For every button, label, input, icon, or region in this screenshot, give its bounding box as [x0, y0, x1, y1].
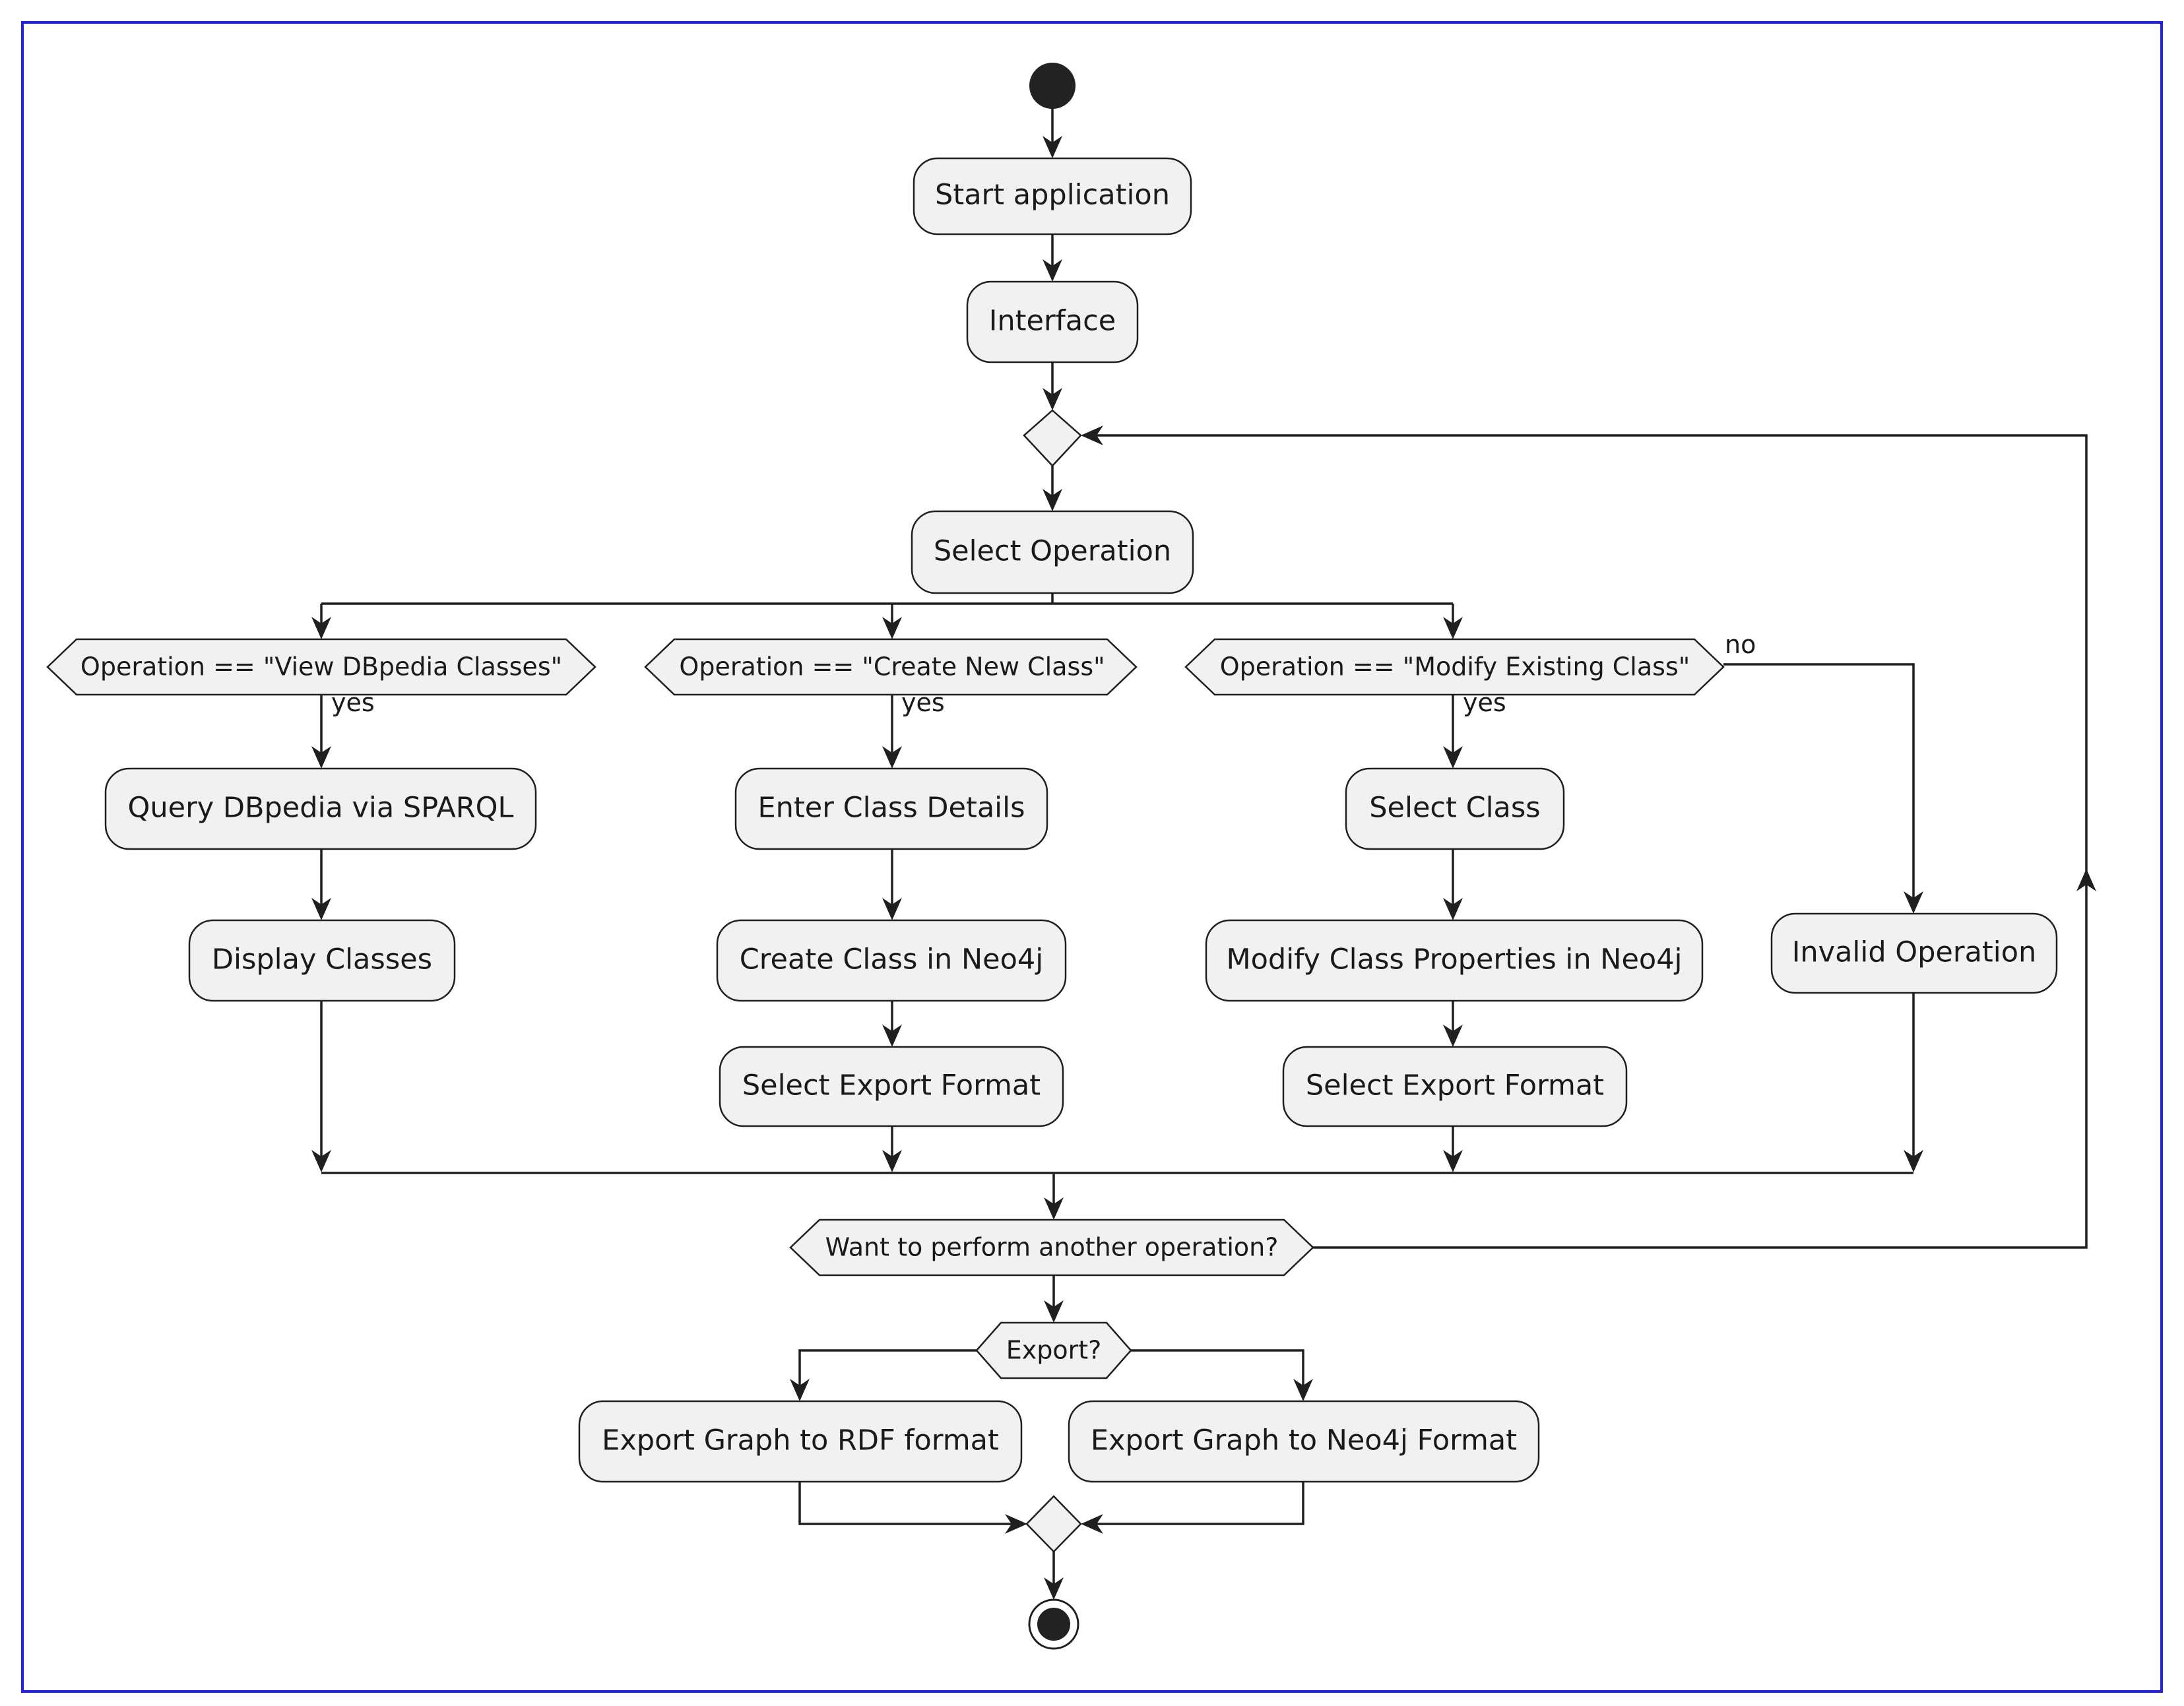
- merge-diamond-export: [1025, 1495, 1082, 1553]
- action-start-application: Start application: [913, 157, 1192, 236]
- arrow-head: [1043, 489, 1062, 511]
- action-label: Select Class: [1369, 792, 1540, 825]
- action-select-class: Select Class: [1345, 767, 1565, 850]
- action-label: Export Graph to RDF format: [602, 1424, 999, 1457]
- yes-label: yes: [901, 688, 945, 717]
- edges: [311, 109, 2096, 1600]
- arrow-head: [1293, 1379, 1313, 1401]
- condition-another-operation: Want to perform another operation?: [789, 1218, 1314, 1277]
- action-export-neo4j: Export Graph to Neo4j Format: [1068, 1400, 1540, 1483]
- condition-label: Operation == "Modify Existing Class": [1220, 652, 1690, 681]
- arrow-head: [2076, 869, 2096, 891]
- edge-export-rdf: [798, 1349, 977, 1393]
- diagram-frame: [21, 21, 2163, 1693]
- arrow-head: [1081, 1514, 1103, 1534]
- action-invalid-operation: Invalid Operation: [1770, 912, 2058, 994]
- arrow-head: [1443, 1025, 1463, 1047]
- arrow-head: [882, 1150, 902, 1172]
- yes-label: yes: [1463, 688, 1506, 717]
- arrow-head: [1443, 617, 1463, 639]
- condition-label: Operation == "View DBpedia Classes": [80, 652, 562, 681]
- condition-view-dbpedia: Operation == "View DBpedia Classes": [46, 638, 596, 696]
- arrow-head: [882, 617, 902, 639]
- action-label: Select Export Format: [742, 1069, 1041, 1102]
- arrow-head: [1044, 1577, 1064, 1600]
- condition-modify-existing: Operation == "Modify Existing Class": [1184, 638, 1725, 696]
- arrow-head: [790, 1379, 810, 1401]
- arrow-head: [882, 898, 902, 920]
- action-label: Invalid Operation: [1792, 936, 2037, 969]
- arrow-head: [311, 1150, 331, 1172]
- action-interface: Interface: [966, 280, 1139, 363]
- yes-label: yes: [331, 688, 375, 717]
- edge-c3-no: [1723, 663, 1915, 906]
- action-label: Interface: [989, 305, 1116, 338]
- action-label: Enter Class Details: [758, 792, 1025, 825]
- arrow-head: [882, 746, 902, 769]
- arrow-head: [311, 746, 331, 769]
- action-label: Start application: [935, 179, 1170, 212]
- arrow-head: [1043, 136, 1062, 158]
- arrow-head: [1904, 891, 1923, 914]
- action-label: Query DBpedia via SPARQL: [128, 792, 514, 825]
- action-select-export-format-2: Select Export Format: [1282, 1046, 1628, 1127]
- arrow-head: [1005, 1514, 1027, 1534]
- end-node: [1028, 1598, 1079, 1650]
- action-query-dbpedia: Query DBpedia via SPARQL: [104, 767, 537, 850]
- action-label: Select Operation: [934, 535, 1171, 568]
- condition-export: Export?: [975, 1321, 1132, 1379]
- condition-label: Operation == "Create New Class": [679, 652, 1105, 681]
- action-label: Display Classes: [212, 943, 432, 976]
- condition-label: Want to perform another operation?: [825, 1233, 1279, 1262]
- condition-label: Export?: [1006, 1336, 1102, 1365]
- arrow-head: [1044, 1300, 1064, 1323]
- action-select-operation: Select Operation: [911, 510, 1194, 594]
- edge-neo4j-merge: [1089, 1482, 1304, 1525]
- arrow-head: [1904, 1150, 1923, 1172]
- edge-select-split: [321, 593, 1453, 605]
- condition-create-new: Operation == "Create New Class": [644, 638, 1138, 696]
- start-node: [1029, 63, 1076, 109]
- arrow-head: [311, 617, 331, 639]
- edge-loop-back: [1089, 434, 2088, 1249]
- action-label: Select Export Format: [1306, 1069, 1604, 1102]
- action-export-rdf: Export Graph to RDF format: [578, 1400, 1023, 1483]
- arrow-head: [1044, 1197, 1064, 1220]
- arrow-head: [1043, 388, 1062, 410]
- arrow-head: [1081, 426, 1103, 445]
- merge-diamond: [1023, 409, 1082, 467]
- no-label: no: [1725, 630, 1756, 659]
- action-modify-class-properties: Modify Class Properties in Neo4j: [1205, 919, 1704, 1002]
- action-create-class: Create Class in Neo4j: [716, 919, 1067, 1002]
- arrow-head: [1043, 259, 1062, 282]
- edge-rdf-merge: [798, 1482, 1019, 1525]
- arrow-head: [311, 898, 331, 920]
- arrow-head: [1443, 898, 1463, 920]
- action-select-export-format-1: Select Export Format: [719, 1046, 1064, 1127]
- arrow-head: [1443, 1150, 1463, 1172]
- action-display-classes: Display Classes: [188, 919, 456, 1002]
- arrow-head: [1443, 746, 1463, 769]
- action-label: Modify Class Properties in Neo4j: [1226, 943, 1682, 976]
- action-label: Create Class in Neo4j: [740, 943, 1043, 976]
- arrow-head: [882, 1025, 902, 1047]
- action-enter-class-details: Enter Class Details: [734, 767, 1048, 850]
- edge-export-neo4j: [1131, 1349, 1304, 1393]
- action-label: Export Graph to Neo4j Format: [1091, 1424, 1517, 1457]
